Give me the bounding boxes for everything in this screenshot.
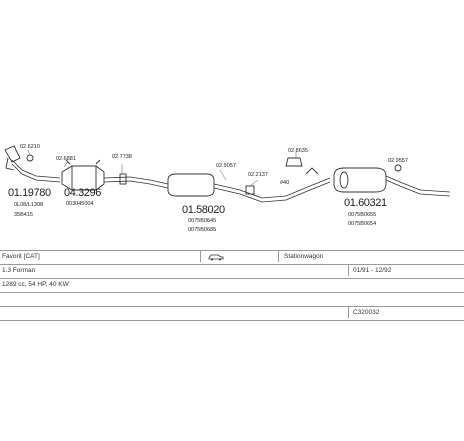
center-silencer <box>167 173 215 197</box>
part-label: 02.2137 <box>248 172 268 178</box>
front-pipe <box>4 145 21 171</box>
rear-silencer <box>333 167 387 193</box>
mounting-bracket <box>285 157 303 167</box>
part-ref: 0075B0685 <box>188 227 216 233</box>
production-period: 01/91 - 12/92 <box>353 267 392 274</box>
clamp <box>119 173 127 185</box>
engine: 1.3 Forman <box>2 267 36 274</box>
part-ref: 0075B0645 <box>188 218 216 224</box>
part-label: 02.6210 <box>20 144 40 150</box>
table-row: 1.3 Forman 01/91 - 12/92 <box>0 264 464 276</box>
exhaust-pipe-line <box>11 159 451 199</box>
table-row: 1289 cc, 54 HP, 40 KW <box>0 278 464 290</box>
car-icon <box>208 254 224 261</box>
catalytic-converter <box>61 165 105 191</box>
table-row <box>0 292 464 304</box>
part-label: #40 <box>280 180 289 186</box>
part-label: 02.9057 <box>216 163 236 169</box>
make-model: Favorit [CAT] <box>2 253 40 260</box>
order-code: C320032 <box>353 309 380 316</box>
part-label: 02.9557 <box>388 158 408 164</box>
exhaust-system-diagram: 02.6210 01.19780 0L08/L1308 35B415 02.68… <box>4 144 451 233</box>
part-number: 01.60321 <box>344 197 387 209</box>
part-ref: 003045004 <box>66 201 94 207</box>
part-label: 02.8635 <box>288 148 308 154</box>
part-ref: 0075B0654 <box>348 221 376 227</box>
engine-specs: 1289 cc, 54 HP, 40 KW <box>2 281 69 288</box>
part-number: 01.58020 <box>182 204 225 216</box>
gasket <box>26 154 34 162</box>
part-label: 02.7738 <box>112 154 132 160</box>
vehicle-info-table: Favorit [CAT] Stationwagon 1.3 Forman 01… <box>0 250 464 330</box>
part-ref: 35B415 <box>14 212 33 218</box>
part-ref: 0075B0655 <box>348 212 376 218</box>
body-type: Stationwagon <box>284 253 324 260</box>
part-number: 01.19780 <box>8 187 51 199</box>
part-label: 02.6881 <box>56 156 76 162</box>
table-row: Favorit [CAT] Stationwagon <box>0 250 464 262</box>
rubber-mount <box>394 164 402 172</box>
table-row: C320032 <box>0 306 464 318</box>
part-number: 04.3296 <box>64 187 101 199</box>
part-ref: 0L08/L1308 <box>14 202 43 208</box>
